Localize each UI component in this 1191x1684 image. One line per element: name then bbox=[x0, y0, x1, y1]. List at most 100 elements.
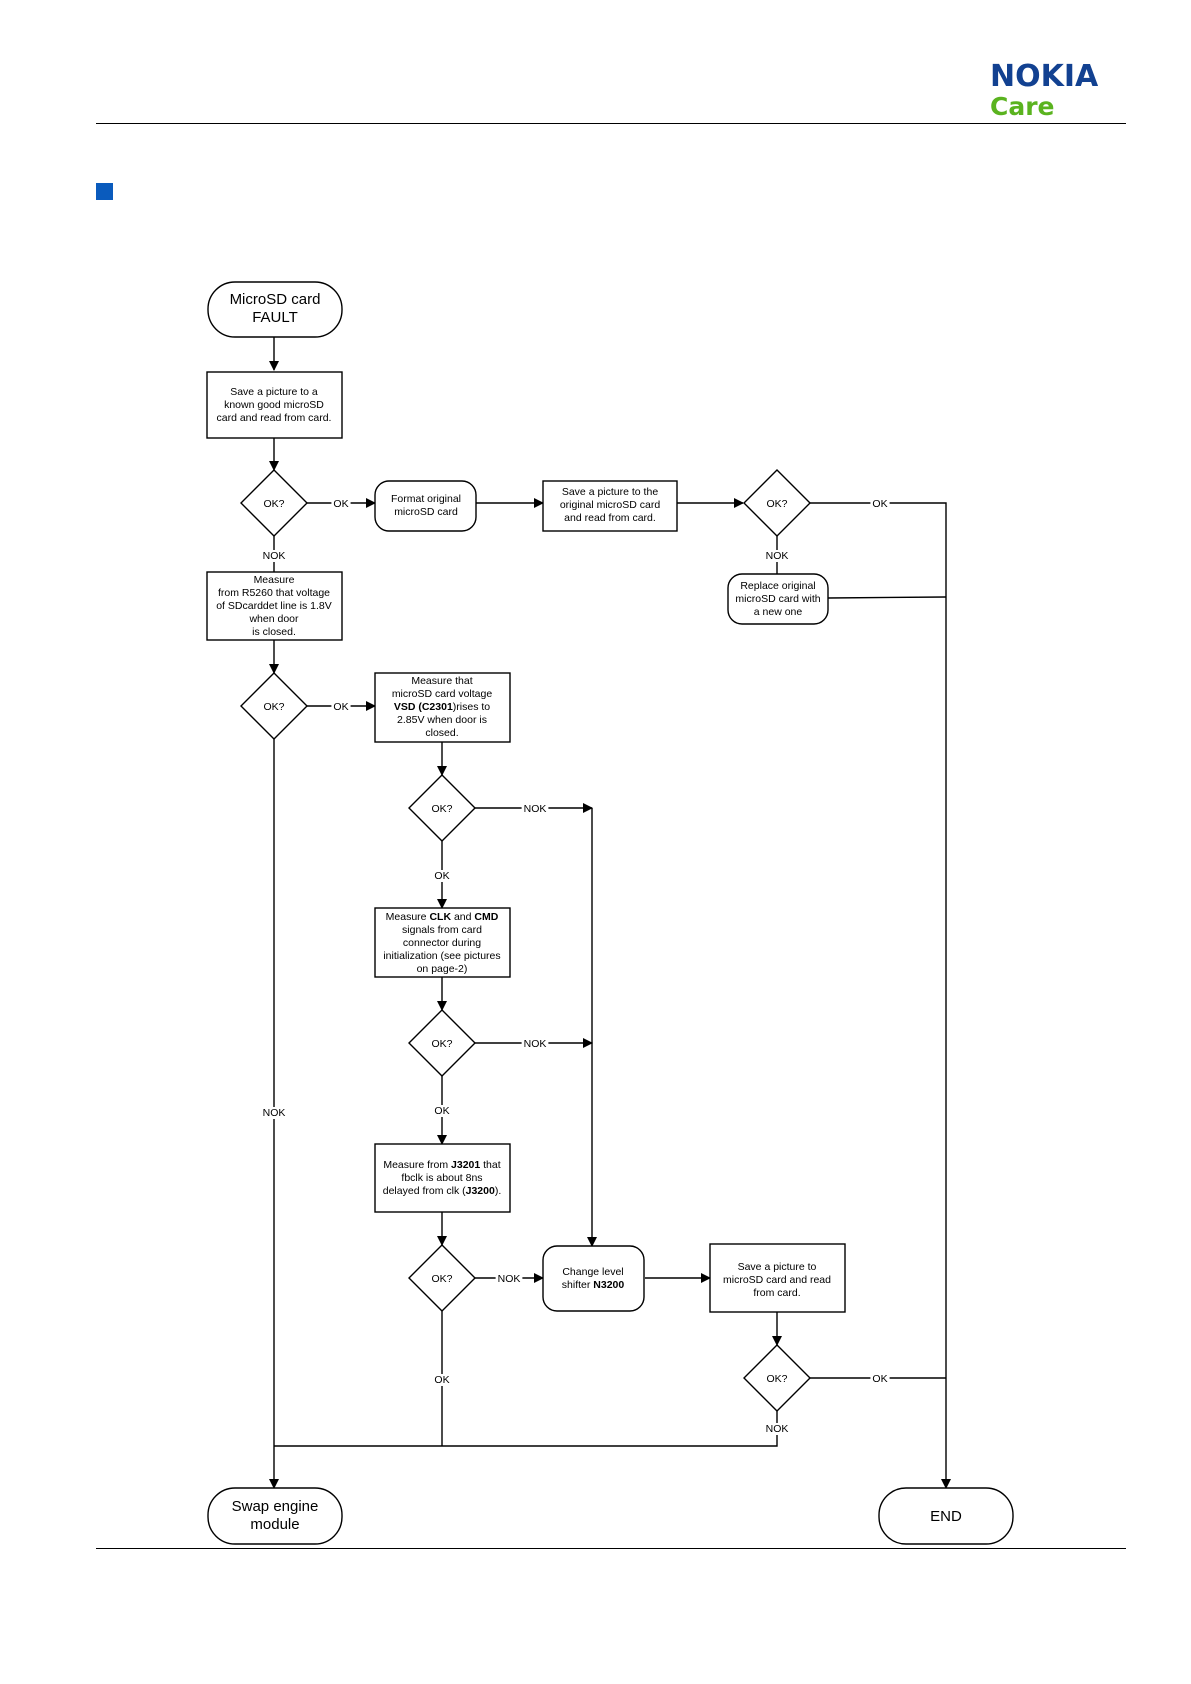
q5-ok-label: OK bbox=[434, 1105, 449, 1117]
edge-label-bg bbox=[432, 870, 452, 882]
edge-replace-end bbox=[827, 596, 947, 599]
logo-sub: Care bbox=[990, 92, 1055, 121]
swap-line-1: Swap engine bbox=[232, 1498, 319, 1515]
replace-line-1: Replace original bbox=[740, 580, 815, 592]
clk-line-5: on page-2) bbox=[417, 963, 468, 975]
q4-nok-label: NOK bbox=[524, 803, 547, 815]
change-level-shifter-box bbox=[542, 1245, 645, 1312]
j3201-line-1: Measure from J3201 that bbox=[383, 1159, 500, 1171]
decision-q6 bbox=[408, 1244, 476, 1312]
vsd-line-5: closed. bbox=[425, 727, 458, 739]
q4-ok-label: OK bbox=[434, 870, 449, 882]
q3-label: OK? bbox=[263, 701, 284, 713]
r5260-line-4: when door bbox=[248, 613, 299, 625]
start-label-1: MicroSD card bbox=[230, 291, 321, 308]
r5260-line-3: of SDcarddet line is 1.8V bbox=[216, 600, 332, 612]
nokia-care-logo: NOKIA Care bbox=[990, 62, 1130, 120]
replace-line-3: a new one bbox=[754, 606, 803, 618]
edge-label-bg bbox=[495, 1273, 523, 1285]
save-card-line-3: from card. bbox=[753, 1287, 800, 1299]
r5260-line-2: from R5260 that voltage bbox=[218, 587, 330, 599]
start-terminal bbox=[207, 281, 343, 338]
j3201-line-3: delayed from clk (J3200). bbox=[383, 1185, 502, 1197]
q5-nok-label: NOK bbox=[524, 1038, 547, 1050]
save-original-line-2: original microSD card bbox=[560, 499, 661, 511]
measure-vsd-box bbox=[374, 672, 511, 743]
j3201-line-3b: J3200 bbox=[466, 1185, 495, 1197]
q3-nok-label: NOK bbox=[263, 1107, 286, 1119]
edge-label-bg bbox=[521, 1038, 549, 1050]
q1-nok-label: NOK bbox=[263, 550, 286, 562]
edge-label-bg bbox=[260, 550, 288, 562]
save-known-line-3: card and read from card. bbox=[217, 412, 332, 424]
clk-line-1d: CMD bbox=[474, 911, 498, 923]
decision-q2 bbox=[743, 469, 811, 537]
edge-label-bg bbox=[521, 803, 549, 815]
header-rule bbox=[96, 123, 1126, 124]
edge-label-bg bbox=[870, 498, 890, 510]
decision-q3 bbox=[240, 672, 308, 740]
edge-label-bg bbox=[260, 1107, 288, 1119]
j3201-line-1a: Measure from bbox=[383, 1159, 451, 1171]
j3201-line-2: fbclk is about 8ns bbox=[401, 1172, 482, 1184]
save-card-line-2: microSD card and read bbox=[723, 1274, 831, 1286]
q4-label: OK? bbox=[431, 803, 452, 815]
save-original-box bbox=[542, 480, 678, 532]
q2-label: OK? bbox=[766, 498, 787, 510]
save-known-line-1: Save a picture to a bbox=[230, 386, 318, 398]
save-known-card-box bbox=[206, 371, 343, 439]
swap-line-2: module bbox=[250, 1516, 299, 1533]
decision-q7 bbox=[743, 1344, 811, 1412]
measure-clk-cmd-box bbox=[374, 907, 511, 978]
r5260-line-1: Measure bbox=[254, 574, 295, 586]
footer-rule bbox=[96, 1548, 1126, 1549]
edge-q2-end bbox=[810, 502, 951, 1489]
edge-label-bg bbox=[763, 1423, 791, 1435]
j3201-line-1b: J3201 bbox=[451, 1159, 480, 1171]
edge-label-bg bbox=[432, 1105, 452, 1117]
format-line-2: microSD card bbox=[394, 506, 458, 518]
end-terminal bbox=[878, 1487, 1014, 1545]
clk-line-1c: and bbox=[451, 911, 474, 923]
q3-ok-label: OK bbox=[333, 701, 348, 713]
q7-label: OK? bbox=[766, 1373, 787, 1385]
vsd-line-3-bold: VSD (C2301 bbox=[394, 701, 453, 713]
change-line-2b: N3200 bbox=[593, 1279, 624, 1291]
edge-label-bg bbox=[432, 1374, 452, 1386]
change-line-2: shifter N3200 bbox=[562, 1279, 625, 1291]
clk-line-1a: Measure bbox=[386, 911, 430, 923]
end-label: END bbox=[930, 1508, 962, 1525]
j3201-line-3c: ). bbox=[495, 1185, 501, 1197]
r5260-line-5: is closed. bbox=[252, 626, 296, 638]
clk-line-1: Measure CLK and CMD bbox=[386, 911, 499, 923]
j3201-line-1c: that bbox=[480, 1159, 501, 1171]
q6-nok-label: NOK bbox=[498, 1273, 521, 1285]
decision-q4 bbox=[408, 774, 476, 842]
q6-label: OK? bbox=[431, 1273, 452, 1285]
decision-q1 bbox=[240, 469, 308, 537]
save-known-line-2: known good microSD bbox=[224, 399, 324, 411]
decision-q5 bbox=[408, 1009, 476, 1077]
clk-line-1b: CLK bbox=[429, 911, 451, 923]
vsd-line-2: microSD card voltage bbox=[392, 688, 493, 700]
j3201-line-3a: delayed from clk ( bbox=[383, 1185, 466, 1197]
replace-line-2: microSD card with bbox=[735, 593, 820, 605]
logo-brand: NOKIA bbox=[990, 59, 1099, 94]
vsd-line-3-rest: )rises to bbox=[453, 701, 491, 713]
format-card-box bbox=[374, 480, 477, 532]
swap-engine-terminal bbox=[207, 1487, 343, 1545]
save-original-line-3: and read from card. bbox=[564, 512, 656, 524]
q6-ok-label: OK bbox=[434, 1374, 449, 1386]
save-card-line-1: Save a picture to bbox=[738, 1261, 817, 1273]
clk-line-4: initialization (see pictures bbox=[383, 950, 500, 962]
edge-q7-nok bbox=[274, 1411, 778, 1447]
q2-ok-label: OK bbox=[872, 498, 887, 510]
change-line-1: Change level bbox=[562, 1266, 623, 1278]
save-original-line-1: Save a picture to the bbox=[562, 486, 658, 498]
measure-j3201-box bbox=[374, 1143, 511, 1213]
vsd-line-3: VSD (C2301)rises to bbox=[394, 701, 490, 713]
section-marker bbox=[96, 183, 113, 200]
replace-card-box bbox=[727, 573, 829, 625]
q7-nok-label: NOK bbox=[766, 1423, 789, 1435]
change-line-2a: shifter bbox=[562, 1279, 594, 1291]
